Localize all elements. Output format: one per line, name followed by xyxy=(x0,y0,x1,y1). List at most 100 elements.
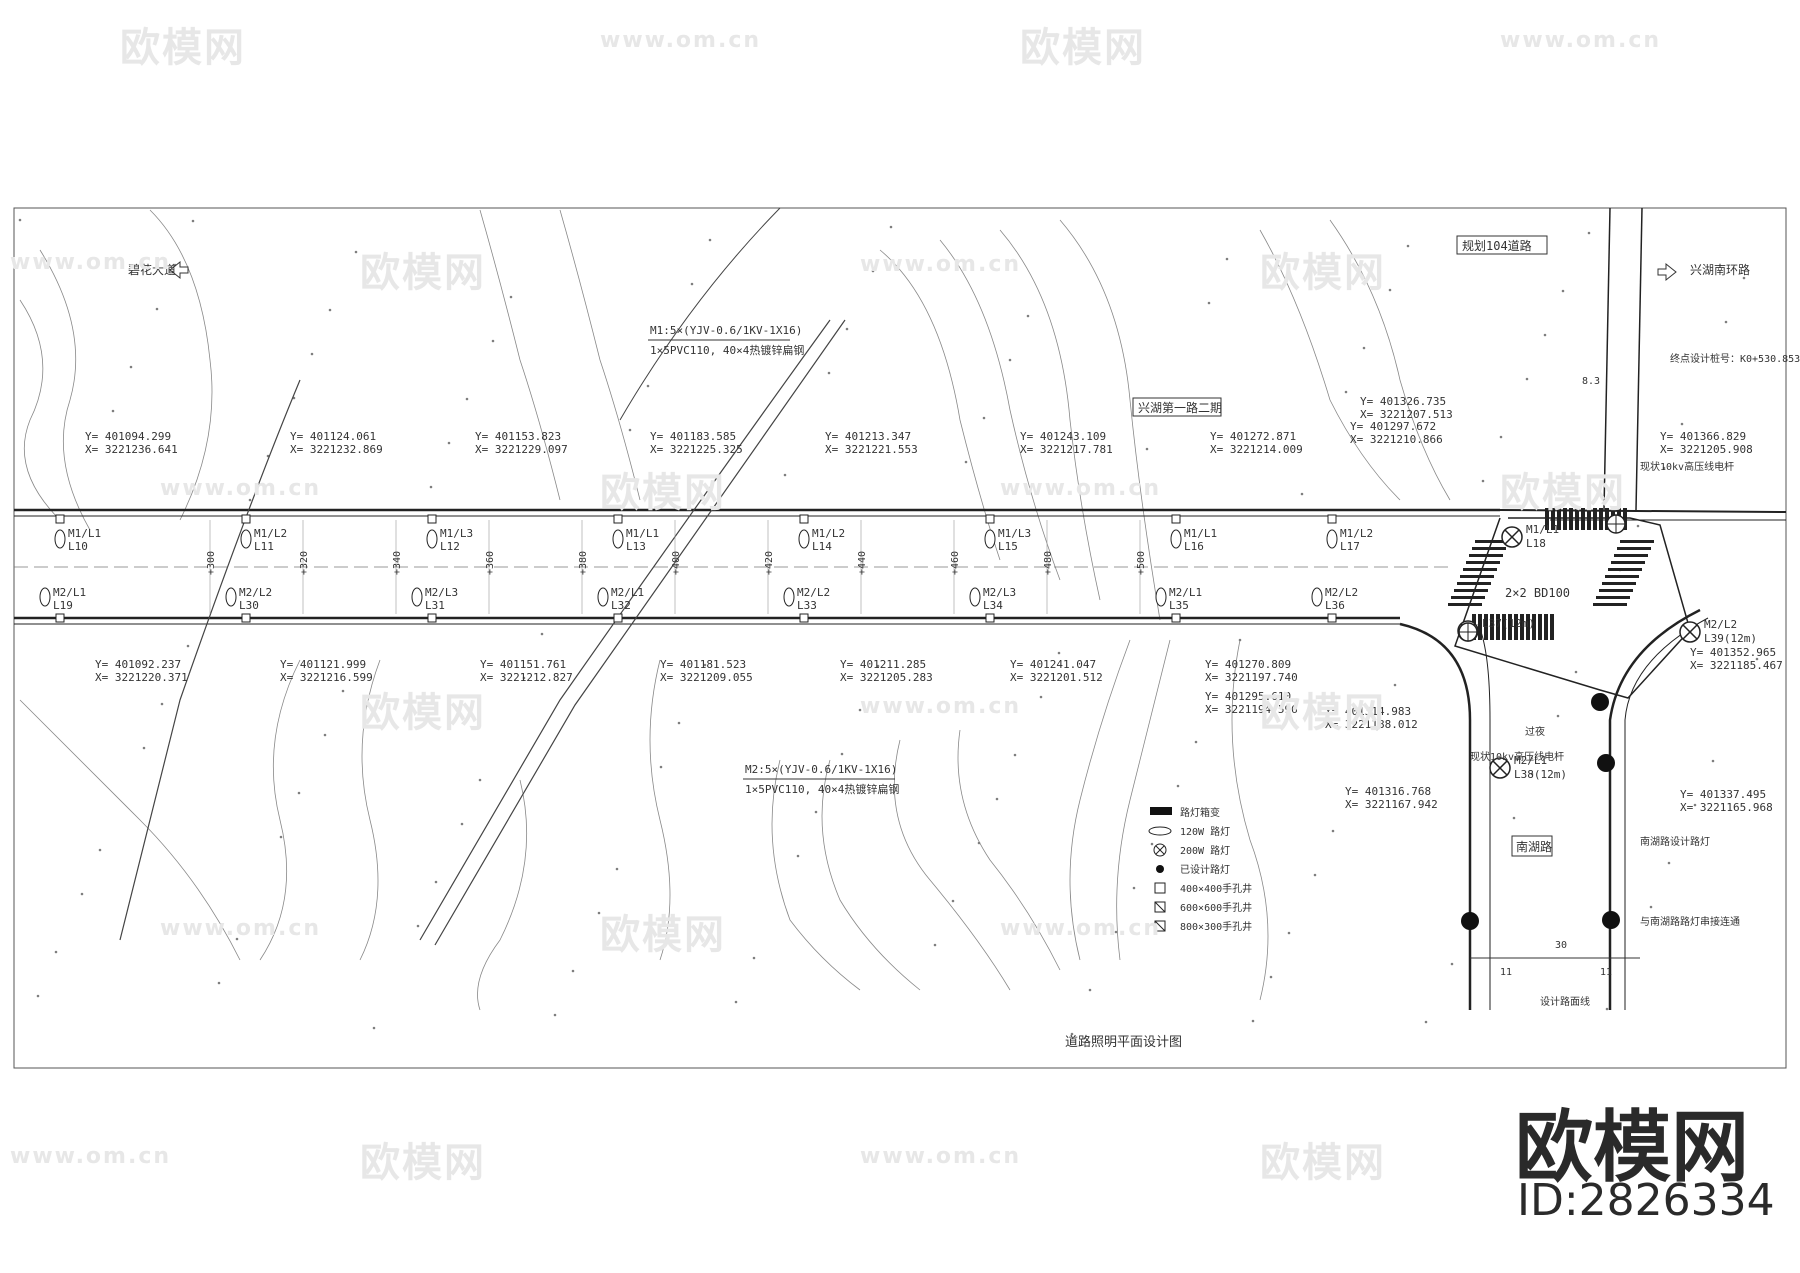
elevation-point xyxy=(734,1000,738,1004)
watermark: 欧模网 xyxy=(360,690,486,736)
lamp-circuit-label: M2/L1 xyxy=(53,586,86,599)
contour-line xyxy=(893,739,1011,991)
zebra-stripe xyxy=(1593,508,1597,530)
lamp-icon xyxy=(1326,529,1338,549)
coord-x: X= 3221197.740 xyxy=(1205,671,1298,684)
elevation-point xyxy=(491,339,495,343)
zebra-stripe xyxy=(1620,540,1654,543)
watermark: 欧模网 xyxy=(360,1140,486,1186)
legend-symbol xyxy=(1155,845,1165,855)
elevation-point xyxy=(1543,333,1547,337)
coord-y: Y= 401183.585 xyxy=(650,430,736,443)
station-label: +320 xyxy=(299,551,310,575)
zebra-stripe xyxy=(1463,568,1497,571)
note-dim-left: 11 xyxy=(1500,967,1512,978)
coord-x: X= 3221214.009 xyxy=(1210,443,1303,456)
elevation-point xyxy=(615,867,619,871)
station-label: +460 xyxy=(950,551,961,575)
coord-x: X= 3221232.869 xyxy=(290,443,383,456)
elevation-point xyxy=(1680,422,1684,426)
handhole-north xyxy=(55,514,65,524)
lamp-icon xyxy=(984,529,996,549)
note-link: 与南湖路路灯串接连通 xyxy=(1640,915,1740,928)
elevation-point xyxy=(1013,753,1017,757)
coord-x: X= 3221205.283 xyxy=(840,671,933,684)
zebra-stripe xyxy=(1608,568,1642,571)
contour-line xyxy=(1116,639,1171,961)
contour-line xyxy=(821,759,921,991)
contour-line xyxy=(359,659,381,961)
elevation-point xyxy=(1114,930,1118,934)
elevation-point xyxy=(434,880,438,884)
coord-x: X= 3221229.097 xyxy=(475,443,568,456)
elevation-point xyxy=(677,721,681,725)
coord-x: X= 3221225.325 xyxy=(650,443,743,456)
elevation-point xyxy=(840,752,844,756)
zebra-stripe xyxy=(1544,614,1548,640)
zebra-stripe xyxy=(1451,596,1485,599)
elevation-point xyxy=(1150,842,1154,846)
elevation-point xyxy=(827,371,831,375)
coord-y: Y= 401124.061 xyxy=(290,430,376,443)
designed-lamp-dot xyxy=(1591,693,1609,711)
station-label: +480 xyxy=(1043,551,1054,575)
drawing-title: 道路照明平面设计图 xyxy=(1065,1034,1182,1050)
elevation-point xyxy=(429,485,433,489)
coord-x: X= 3221188.012 xyxy=(1325,718,1418,731)
elevation-point xyxy=(310,352,314,356)
zebra-stripe xyxy=(1614,554,1648,557)
lamp-icon xyxy=(1170,529,1182,549)
handhole-south xyxy=(613,613,623,623)
watermark: 欧模网 xyxy=(360,250,486,296)
lamp-icon xyxy=(612,529,624,549)
contour-line xyxy=(477,779,528,1011)
contour-line xyxy=(1329,219,1451,501)
zebra-stripe xyxy=(1550,614,1554,640)
lamp-icon xyxy=(798,529,810,549)
zebra-stripe xyxy=(1623,508,1627,530)
lamp-icon xyxy=(969,587,981,607)
elevation-point xyxy=(18,218,22,222)
elevation-point xyxy=(602,486,606,490)
elevation-point xyxy=(597,911,601,915)
coord-y: Y= 401352.965 xyxy=(1690,646,1776,659)
zebra-stripe xyxy=(1484,614,1488,640)
elevation-point xyxy=(889,225,893,229)
lamp-circuit-label: M2/L2 xyxy=(1325,586,1358,599)
contour-line xyxy=(939,239,1061,581)
lamp-id-label: L14 xyxy=(812,540,832,553)
elevation-point xyxy=(1512,816,1516,820)
road-labels: 碧花大道 兴湖南环路 兴湖第一路二期 规划104道路 南湖路 xyxy=(128,235,1750,857)
lamp-icon xyxy=(54,529,66,549)
legend-label: 600×600手孔井 xyxy=(1180,901,1252,914)
coord-y: Y= 401337.495 xyxy=(1680,788,1766,801)
elevation-point xyxy=(1636,524,1640,528)
elevation-point xyxy=(1755,657,1759,661)
junction-lamp-label: M1/L1 xyxy=(1526,523,1559,536)
coord-x: X= 3221220.371 xyxy=(95,671,188,684)
handhole-north xyxy=(1171,514,1181,524)
elevation-point xyxy=(1344,390,1348,394)
elevation-point xyxy=(111,409,115,413)
elevation-point xyxy=(964,460,968,464)
contour-line xyxy=(149,209,213,521)
watermark: www.om.cn xyxy=(1500,28,1662,53)
note-design-line: 设计路面线 xyxy=(1540,995,1590,1008)
station-label: +420 xyxy=(764,551,775,575)
watermark: 欧模网 xyxy=(1260,250,1386,296)
note-width2: 30 xyxy=(1555,940,1567,951)
elevation-point xyxy=(54,950,58,954)
coord-y: Y= 401094.299 xyxy=(85,430,171,443)
watermark: 欧模网 xyxy=(1260,690,1386,736)
coord-y: Y= 401243.109 xyxy=(1020,430,1106,443)
lamp-icon xyxy=(1311,587,1323,607)
elevation-point xyxy=(703,663,707,667)
lamp-icon xyxy=(240,529,252,549)
lamp-circuit-label: M2/L2 xyxy=(239,586,272,599)
road-label-south: 南湖路 xyxy=(1516,839,1552,854)
coord-y: Y= 401270.809 xyxy=(1205,658,1291,671)
elevation-point xyxy=(1711,759,1715,763)
elevation-point xyxy=(36,994,40,998)
lamp-circuit-label: M1/L3 xyxy=(440,527,473,540)
coord-x: X= 3221185.467 xyxy=(1690,659,1783,672)
